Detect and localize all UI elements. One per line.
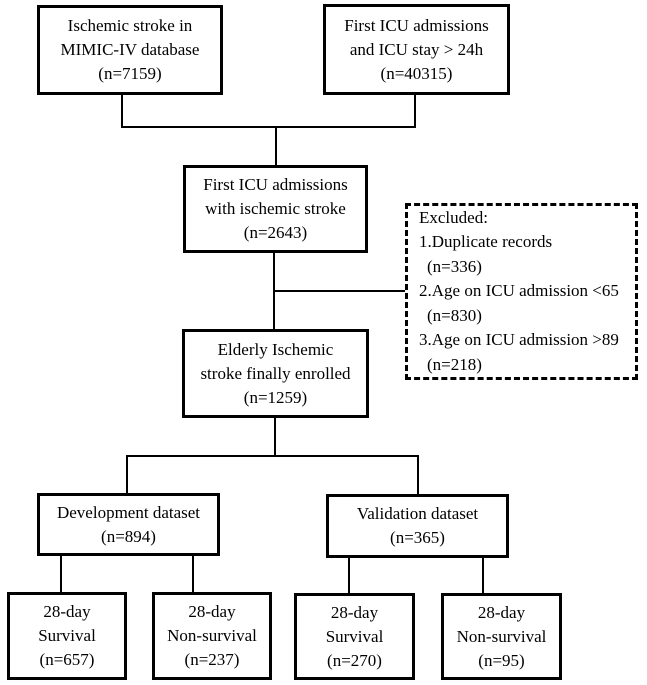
- box-count-line: (n=1259): [243, 387, 308, 407]
- box-excluded-criteria: Excluded: 1.Duplicate records (n=336) 2.…: [405, 203, 638, 380]
- box-development-dataset: Development dataset (n=894): [37, 493, 220, 556]
- box-count-line: (n=2643): [243, 223, 308, 242]
- box-ischemic-stroke-mimic: Ischemic stroke in MIMIC-IV database (n=…: [37, 5, 223, 95]
- excluded-item-2-count: (n=830): [427, 305, 482, 325]
- box-count-line: (n=365): [390, 528, 445, 547]
- excluded-item-1-count: (n=336): [427, 256, 482, 276]
- box-text-line: First ICU admissions: [203, 175, 348, 194]
- connector-validation-drop: [417, 455, 419, 494]
- box-text-line: Non-survival: [456, 626, 547, 646]
- box-elderly-enrolled: Elderly Ischemic stroke finally enrolled…: [182, 329, 369, 418]
- box-text-line: Validation dataset: [356, 504, 479, 523]
- box-text-line: Survival: [325, 626, 384, 646]
- box-count-line: (n=7159): [98, 64, 162, 83]
- box-text-line: 28-day: [43, 602, 91, 621]
- excluded-heading: Excluded:: [419, 207, 488, 227]
- box-first-icu-with-stroke: First ICU admissions with ischemic strok…: [183, 165, 368, 253]
- connector-dev-to-survival: [60, 556, 62, 592]
- connector-icu-stroke-to-elderly: [273, 253, 275, 329]
- connector-development-drop: [126, 455, 128, 493]
- box-text-line: with ischemic stroke: [205, 199, 346, 218]
- box-text-line: 28-day: [330, 602, 379, 622]
- connector-val-to-nonsurvival: [482, 558, 484, 593]
- box-val-28day-survival: 28-day Survival (n=270): [294, 593, 415, 680]
- box-count-line: (n=40315): [380, 63, 453, 83]
- excluded-item-1: 1.Duplicate records: [419, 232, 553, 252]
- box-text-line: Non-survival: [167, 626, 257, 645]
- connector-dev-to-nonsurvival: [192, 556, 194, 592]
- connector-val-to-survival: [348, 558, 350, 593]
- connector-stroke-box-down: [121, 95, 123, 128]
- box-count-line: (n=237): [184, 650, 240, 669]
- box-validation-dataset: Validation dataset (n=365): [326, 494, 509, 558]
- box-dev-28day-survival: 28-day Survival (n=657): [7, 592, 127, 680]
- box-count-line: (n=657): [39, 650, 95, 669]
- excluded-item-2: 2.Age on ICU admission <65: [419, 281, 619, 301]
- box-text-line: Survival: [38, 626, 96, 645]
- box-count-line: (n=95): [478, 650, 525, 670]
- box-dev-28day-nonsurvival: 28-day Non-survival (n=237): [152, 592, 272, 680]
- box-text-line: Ischemic stroke in: [67, 16, 193, 35]
- box-val-28day-nonsurvival: 28-day Non-survival (n=95): [441, 593, 562, 680]
- connector-merge-horizontal: [121, 126, 416, 128]
- box-text-line: MIMIC-IV database: [60, 40, 200, 59]
- connector-elderly-down: [274, 418, 276, 457]
- excluded-item-3-count: (n=218): [427, 354, 482, 374]
- box-text-line: First ICU admissions: [344, 15, 489, 35]
- connector-merge-vertical: [275, 128, 277, 165]
- box-text-line: Elderly Ischemic: [217, 339, 334, 359]
- box-text-line: Development dataset: [56, 502, 201, 522]
- excluded-item-3: 3.Age on ICU admission >89: [419, 330, 619, 350]
- connector-split-horizontal: [126, 455, 419, 457]
- connector-excluded-branch: [275, 290, 405, 292]
- connector-icu-box-down: [414, 94, 416, 128]
- box-text-line: 28-day: [477, 602, 526, 622]
- box-text-line: stroke finally enrolled: [200, 363, 351, 383]
- box-text-line: and ICU stay > 24h: [349, 39, 484, 59]
- box-text-line: 28-day: [188, 602, 236, 621]
- box-count-line: (n=894): [101, 526, 156, 546]
- box-count-line: (n=270): [327, 650, 382, 670]
- box-first-icu-admissions: First ICU admissions and ICU stay > 24h …: [323, 4, 510, 95]
